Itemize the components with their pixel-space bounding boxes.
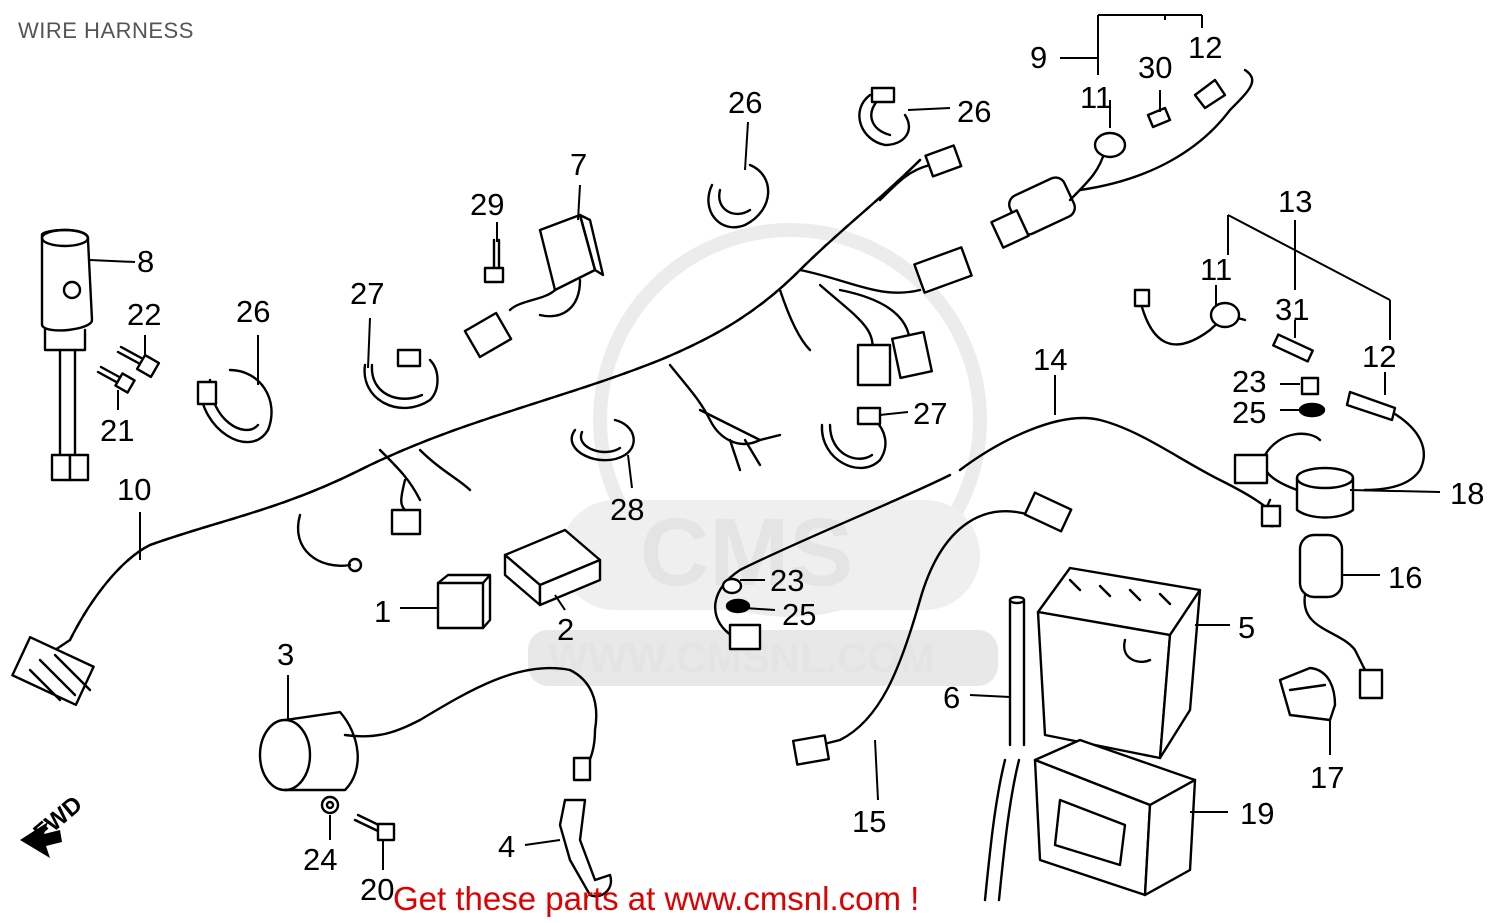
- callout-5: 5: [1238, 610, 1255, 645]
- cms-watermark: CMS WWW.CMSNL.COM: [528, 223, 998, 686]
- battery-cable-15: [791, 491, 1073, 766]
- callout-25-left: 25: [782, 597, 816, 632]
- callout-6: 6: [943, 680, 960, 715]
- callout-11-right: 11: [1200, 252, 1232, 287]
- breather-tube: [983, 595, 1026, 902]
- washer-25-right: [1298, 402, 1326, 418]
- bolt-29: [483, 238, 505, 284]
- condenser-16: [1298, 533, 1384, 700]
- callout-7: 7: [570, 147, 587, 182]
- callout-19: 19: [1240, 796, 1274, 831]
- callout-25-right: 25: [1232, 395, 1266, 430]
- callout-27-right: 27: [913, 396, 947, 431]
- forward-direction-indicator: FWD: [20, 791, 88, 858]
- callout-26-center: 26: [728, 85, 762, 120]
- washer-25-left: [725, 598, 751, 614]
- callout-24: 24: [303, 842, 337, 877]
- callout-8: 8: [137, 244, 154, 279]
- callout-15: 15: [852, 804, 886, 839]
- screw-22: [116, 345, 161, 379]
- callout-17: 17: [1310, 760, 1344, 795]
- callout-4: 4: [498, 829, 515, 864]
- callout-11-top: 11: [1080, 80, 1112, 115]
- regulator-rectifier: [463, 213, 605, 359]
- callout-14: 14: [1033, 342, 1067, 377]
- battery: [1036, 566, 1202, 760]
- callout-numbers: 1 2 3 4 5 6 7 8 9 10 11 11 12 12 13 14 1…: [100, 30, 1484, 907]
- bracket-17: [1278, 666, 1337, 722]
- watermark-logo: CMS: [640, 499, 853, 606]
- callout-26-left: 26: [236, 294, 270, 329]
- battery-cable-14: [713, 416, 1282, 651]
- clamp-27-left: [363, 348, 439, 410]
- screw-21: [96, 365, 136, 394]
- spark-plug-cap: [558, 798, 613, 898]
- callout-3: 3: [277, 637, 294, 672]
- fuse-31: [1272, 333, 1314, 363]
- callout-13: 13: [1278, 184, 1312, 219]
- callout-22: 22: [127, 297, 161, 332]
- module-2: [503, 528, 602, 607]
- callout-1: 1: [374, 594, 391, 629]
- fuse-holder-assembly: [990, 68, 1254, 249]
- callout-27-left: 27: [350, 276, 384, 311]
- nut-23-left: [721, 577, 743, 595]
- ignition-switch: [40, 228, 94, 482]
- battery-holder: [1033, 738, 1197, 897]
- main-wire-harness: [11, 144, 973, 707]
- callout-12-top: 12: [1188, 30, 1222, 65]
- fuse-holder-11: [1133, 288, 1247, 346]
- relay-1: [436, 573, 492, 630]
- clamp-27-right: [820, 406, 887, 470]
- callout-18: 18: [1450, 476, 1484, 511]
- callout-30: 30: [1138, 50, 1172, 85]
- clamp-26-top: [858, 86, 911, 147]
- callout-26-top: 26: [957, 94, 991, 129]
- footer-link-text[interactable]: Get these parts at www.cmsnl.com !: [393, 880, 919, 917]
- callout-21: 21: [100, 413, 134, 448]
- callout-12-right: 12: [1362, 339, 1396, 374]
- callout-16: 16: [1388, 560, 1422, 595]
- bolt-20: [353, 813, 396, 842]
- callout-23-left: 23: [770, 563, 804, 598]
- starter-relay: [1233, 432, 1355, 528]
- page-title: WIRE HARNESS: [18, 18, 194, 43]
- callout-10: 10: [117, 472, 151, 507]
- clamp-28: [570, 418, 635, 462]
- connector-12-right: [1345, 390, 1425, 492]
- ignition-coil: [258, 666, 598, 792]
- callout-9: 9: [1030, 40, 1047, 75]
- nut-24: [320, 795, 340, 815]
- callout-28: 28: [610, 492, 644, 527]
- callout-20: 20: [360, 872, 394, 907]
- clamp-26-center: [707, 163, 770, 229]
- leader-lines: [89, 14, 1441, 870]
- callout-29: 29: [470, 187, 504, 222]
- callout-31: 31: [1275, 292, 1309, 327]
- callout-23-right: 23: [1232, 364, 1266, 399]
- nut-23-right: [1300, 376, 1320, 396]
- callout-2: 2: [557, 612, 574, 647]
- clamp-26-left: [196, 368, 273, 444]
